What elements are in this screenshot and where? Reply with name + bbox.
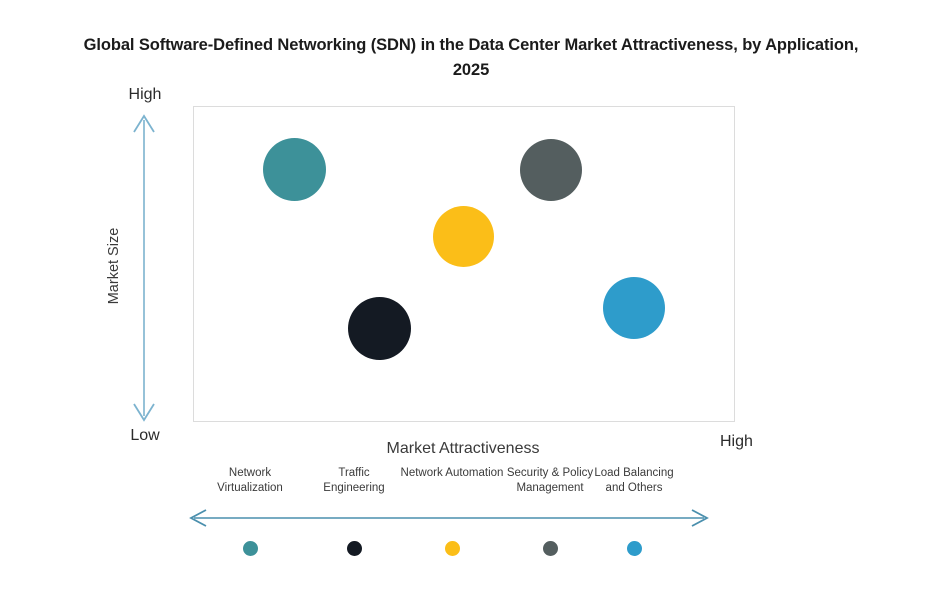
bubble-network-automation [432,205,494,267]
legend: Network Virtualization Traffic Engineeri… [186,466,746,566]
legend-label-traffic-engineering: Traffic Engineering [323,467,385,494]
y-axis-low-label: Low [130,427,160,444]
legend-label-network-virtualization: Network Virtualization [217,467,283,494]
legend-dot-traffic-engineering [346,541,362,556]
legend-dot-network-virtualization [242,541,258,556]
legend-dot-network-automation [444,541,460,556]
legend-dot-security-policy-management [542,541,558,556]
legend-label-group: Network Virtualization Traffic Engineeri… [186,466,746,506]
legend-label-network-automation: Network Automation [400,467,504,479]
chart-title: Global Software-Defined Networking (SDN)… [83,36,859,79]
legend-label-security-policy-management: Security & Policy Management [506,467,594,494]
x-axis-arrow-icon [186,508,714,528]
bubble-security-policy-management [520,139,582,201]
y-axis-arrow-icon [126,110,162,426]
legend-label-load-balancing-and-others: Load Balancing and Others [594,467,674,494]
bubble-network-virtualization [262,137,326,201]
bubble-traffic-engineering [347,296,411,360]
x-axis-title: Market Attractiveness [386,440,540,457]
legend-dot-load-balancing-and-others [626,541,642,556]
plot-area [193,106,735,422]
x-axis-high-label: High [720,433,753,450]
y-axis-high-label: High [128,86,162,103]
y-axis-title: Market Size [106,227,122,305]
bubble-load-balancing-and-others [603,277,665,339]
